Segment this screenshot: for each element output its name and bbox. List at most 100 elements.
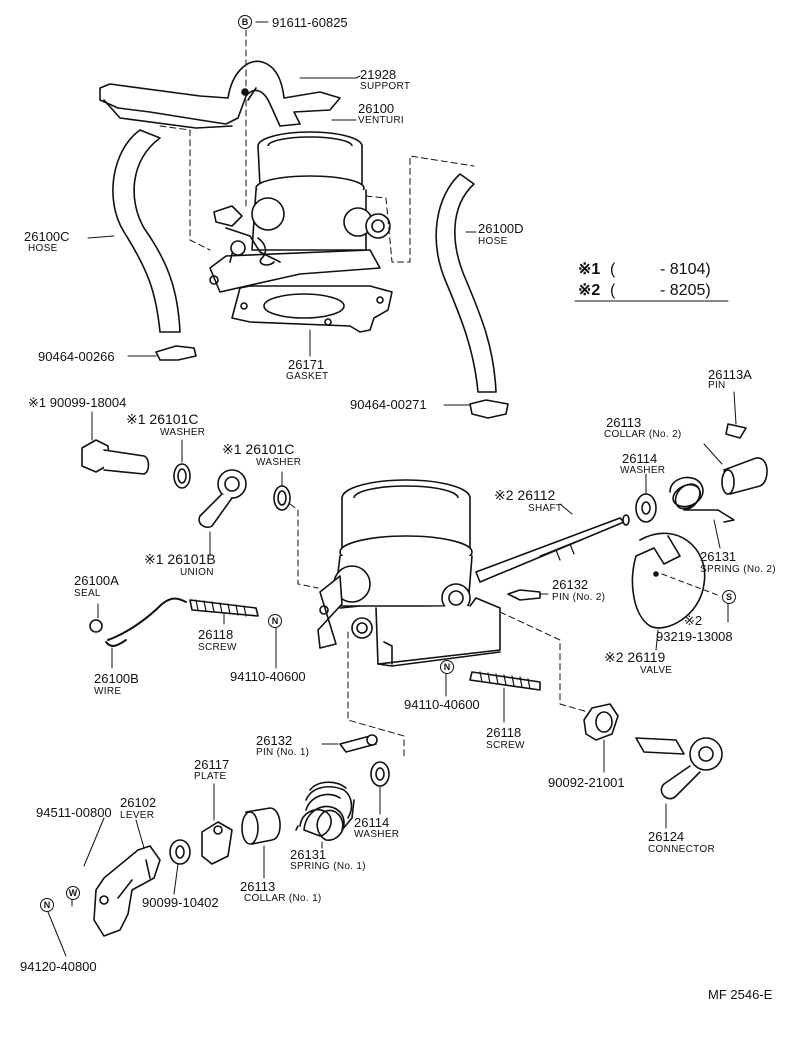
part-number-label: 26132 <box>256 733 293 748</box>
washer-26114b <box>370 761 390 815</box>
part-number-label: ※1 26101C <box>126 411 199 427</box>
badge-leaders <box>47 603 729 957</box>
spring-no1 <box>295 781 355 849</box>
part-name-label: VENTURI <box>358 115 404 126</box>
legend-paren-2: ( <box>610 282 616 299</box>
part-number-label: 26124 <box>648 829 685 844</box>
washer-right <box>635 473 657 523</box>
part-name-label: SEAL <box>74 588 101 599</box>
part-number-label: 26102 <box>120 795 157 810</box>
hose-clips <box>127 345 509 419</box>
pin-no2 <box>507 589 549 601</box>
part-number-label: 94120-40800 <box>20 959 97 974</box>
part-number-label: 90464-00271 <box>350 397 427 412</box>
gasket <box>231 285 393 357</box>
venturi-top <box>209 131 391 293</box>
part-name-label: COLLAR (No. 2) <box>604 429 682 440</box>
part-name-label: WASHER <box>620 465 666 476</box>
leader-lines-top <box>245 21 361 211</box>
nut-badge-icon: N <box>268 614 282 628</box>
part-name-label: COLLAR (No. 1) <box>244 893 322 904</box>
part-number-label: ※2 26119 <box>604 649 666 665</box>
legend-mark-2: ※2 <box>578 282 601 299</box>
legend-mark-1: ※1 <box>578 261 601 278</box>
part-number-label: 26113A <box>708 367 752 382</box>
part-number-label: 26100 <box>358 101 395 116</box>
screw-badge-icon: S <box>722 590 736 604</box>
part-number-label: 26100C <box>24 229 70 244</box>
dashed-guides-top <box>159 125 475 263</box>
washer-1 <box>173 439 191 489</box>
part-number-label: 26100A <box>74 573 119 588</box>
part-number-label: 90092-21001 <box>548 775 625 790</box>
part-number-label: 26113 <box>240 879 276 894</box>
support-bracket <box>99 60 341 129</box>
part-number-label: ※1 26101C <box>222 441 295 457</box>
part-name-label: SPRING (No. 2) <box>700 564 776 575</box>
part-number-label: 26118 <box>486 725 522 740</box>
part-name-label: LEVER <box>120 810 155 821</box>
pin-26113A <box>725 391 747 439</box>
part-number-label: 94511-00800 <box>36 805 112 820</box>
union-bolt <box>81 411 150 475</box>
part-number-label: ※2 26112 <box>494 487 556 503</box>
part-name-label: SPRING (No. 1) <box>290 861 366 872</box>
part-name-label: WASHER <box>160 427 206 438</box>
part-name-label: SUPPORT <box>360 81 411 92</box>
part-number-label: 26131 <box>700 549 737 564</box>
bolt-badge-icon: B <box>238 15 252 29</box>
part-number-label: 26117 <box>194 757 230 772</box>
screw-left <box>189 599 259 625</box>
nut-badge-icon: N <box>440 660 454 674</box>
part-number-label: 90099-10402 <box>142 895 219 910</box>
seal-and-wire <box>89 597 187 669</box>
part-name-label: SHAFT <box>528 503 563 514</box>
part-number-label: 26171 <box>288 357 325 372</box>
part-name-label: UNION <box>180 567 214 578</box>
part-name-label: SCREW <box>198 642 237 653</box>
part-number-label: 26114 <box>622 451 658 466</box>
part-name-label: SCREW <box>486 740 525 751</box>
part-number-label: 26132 <box>552 577 589 592</box>
part-name-label: WASHER <box>256 457 302 468</box>
plate-26117 <box>201 783 233 865</box>
shaft <box>475 503 630 583</box>
part-name-label: PIN (No. 2) <box>552 592 606 603</box>
part-number-label: ※2 <box>684 613 703 628</box>
legend-paren-1: ( <box>610 261 616 278</box>
venturi-body <box>317 479 501 667</box>
washer-90099 <box>169 839 191 895</box>
legend-value-2: - 8205) <box>660 282 711 299</box>
part-number-label: 26100D <box>478 221 524 236</box>
part-number-label: ※1 90099-18004 <box>28 395 127 410</box>
diagram-code: MF 2546-E <box>708 987 773 1002</box>
part-number-label: 21928 <box>360 67 397 82</box>
part-number-label: 94110-40600 <box>230 669 306 684</box>
part-number-label: 90464-00266 <box>38 349 115 364</box>
part-number-label: 94110-40600 <box>404 697 480 712</box>
part-number-label: 26100B <box>94 671 139 686</box>
part-name-label: PIN (No. 1) <box>256 747 310 758</box>
hose-c <box>87 129 181 333</box>
washer-badge-icon: W <box>66 886 80 900</box>
part-name-label: VALVE <box>640 665 673 676</box>
nut-badge-icon: N <box>40 898 54 912</box>
lever-26102 <box>83 817 161 937</box>
collar-no2 <box>703 443 768 495</box>
part-name-label: HOSE <box>478 236 508 247</box>
union <box>198 469 247 557</box>
pin-no1 <box>321 734 378 753</box>
part-number-label: 26118 <box>198 627 234 642</box>
screw-right <box>469 671 541 723</box>
part-number-label: 26114 <box>354 815 390 830</box>
part-name-label: PIN <box>708 380 726 391</box>
part-name-label: WASHER <box>354 829 400 840</box>
connector <box>635 737 723 829</box>
part-number-label: 91611-60825 <box>272 15 348 30</box>
legend-value-1: - 8104) <box>660 261 711 278</box>
part-number-label: ※1 26101B <box>144 551 216 567</box>
nut <box>583 703 619 773</box>
part-name-label: HOSE <box>28 243 58 254</box>
spring-no2 <box>669 476 735 549</box>
